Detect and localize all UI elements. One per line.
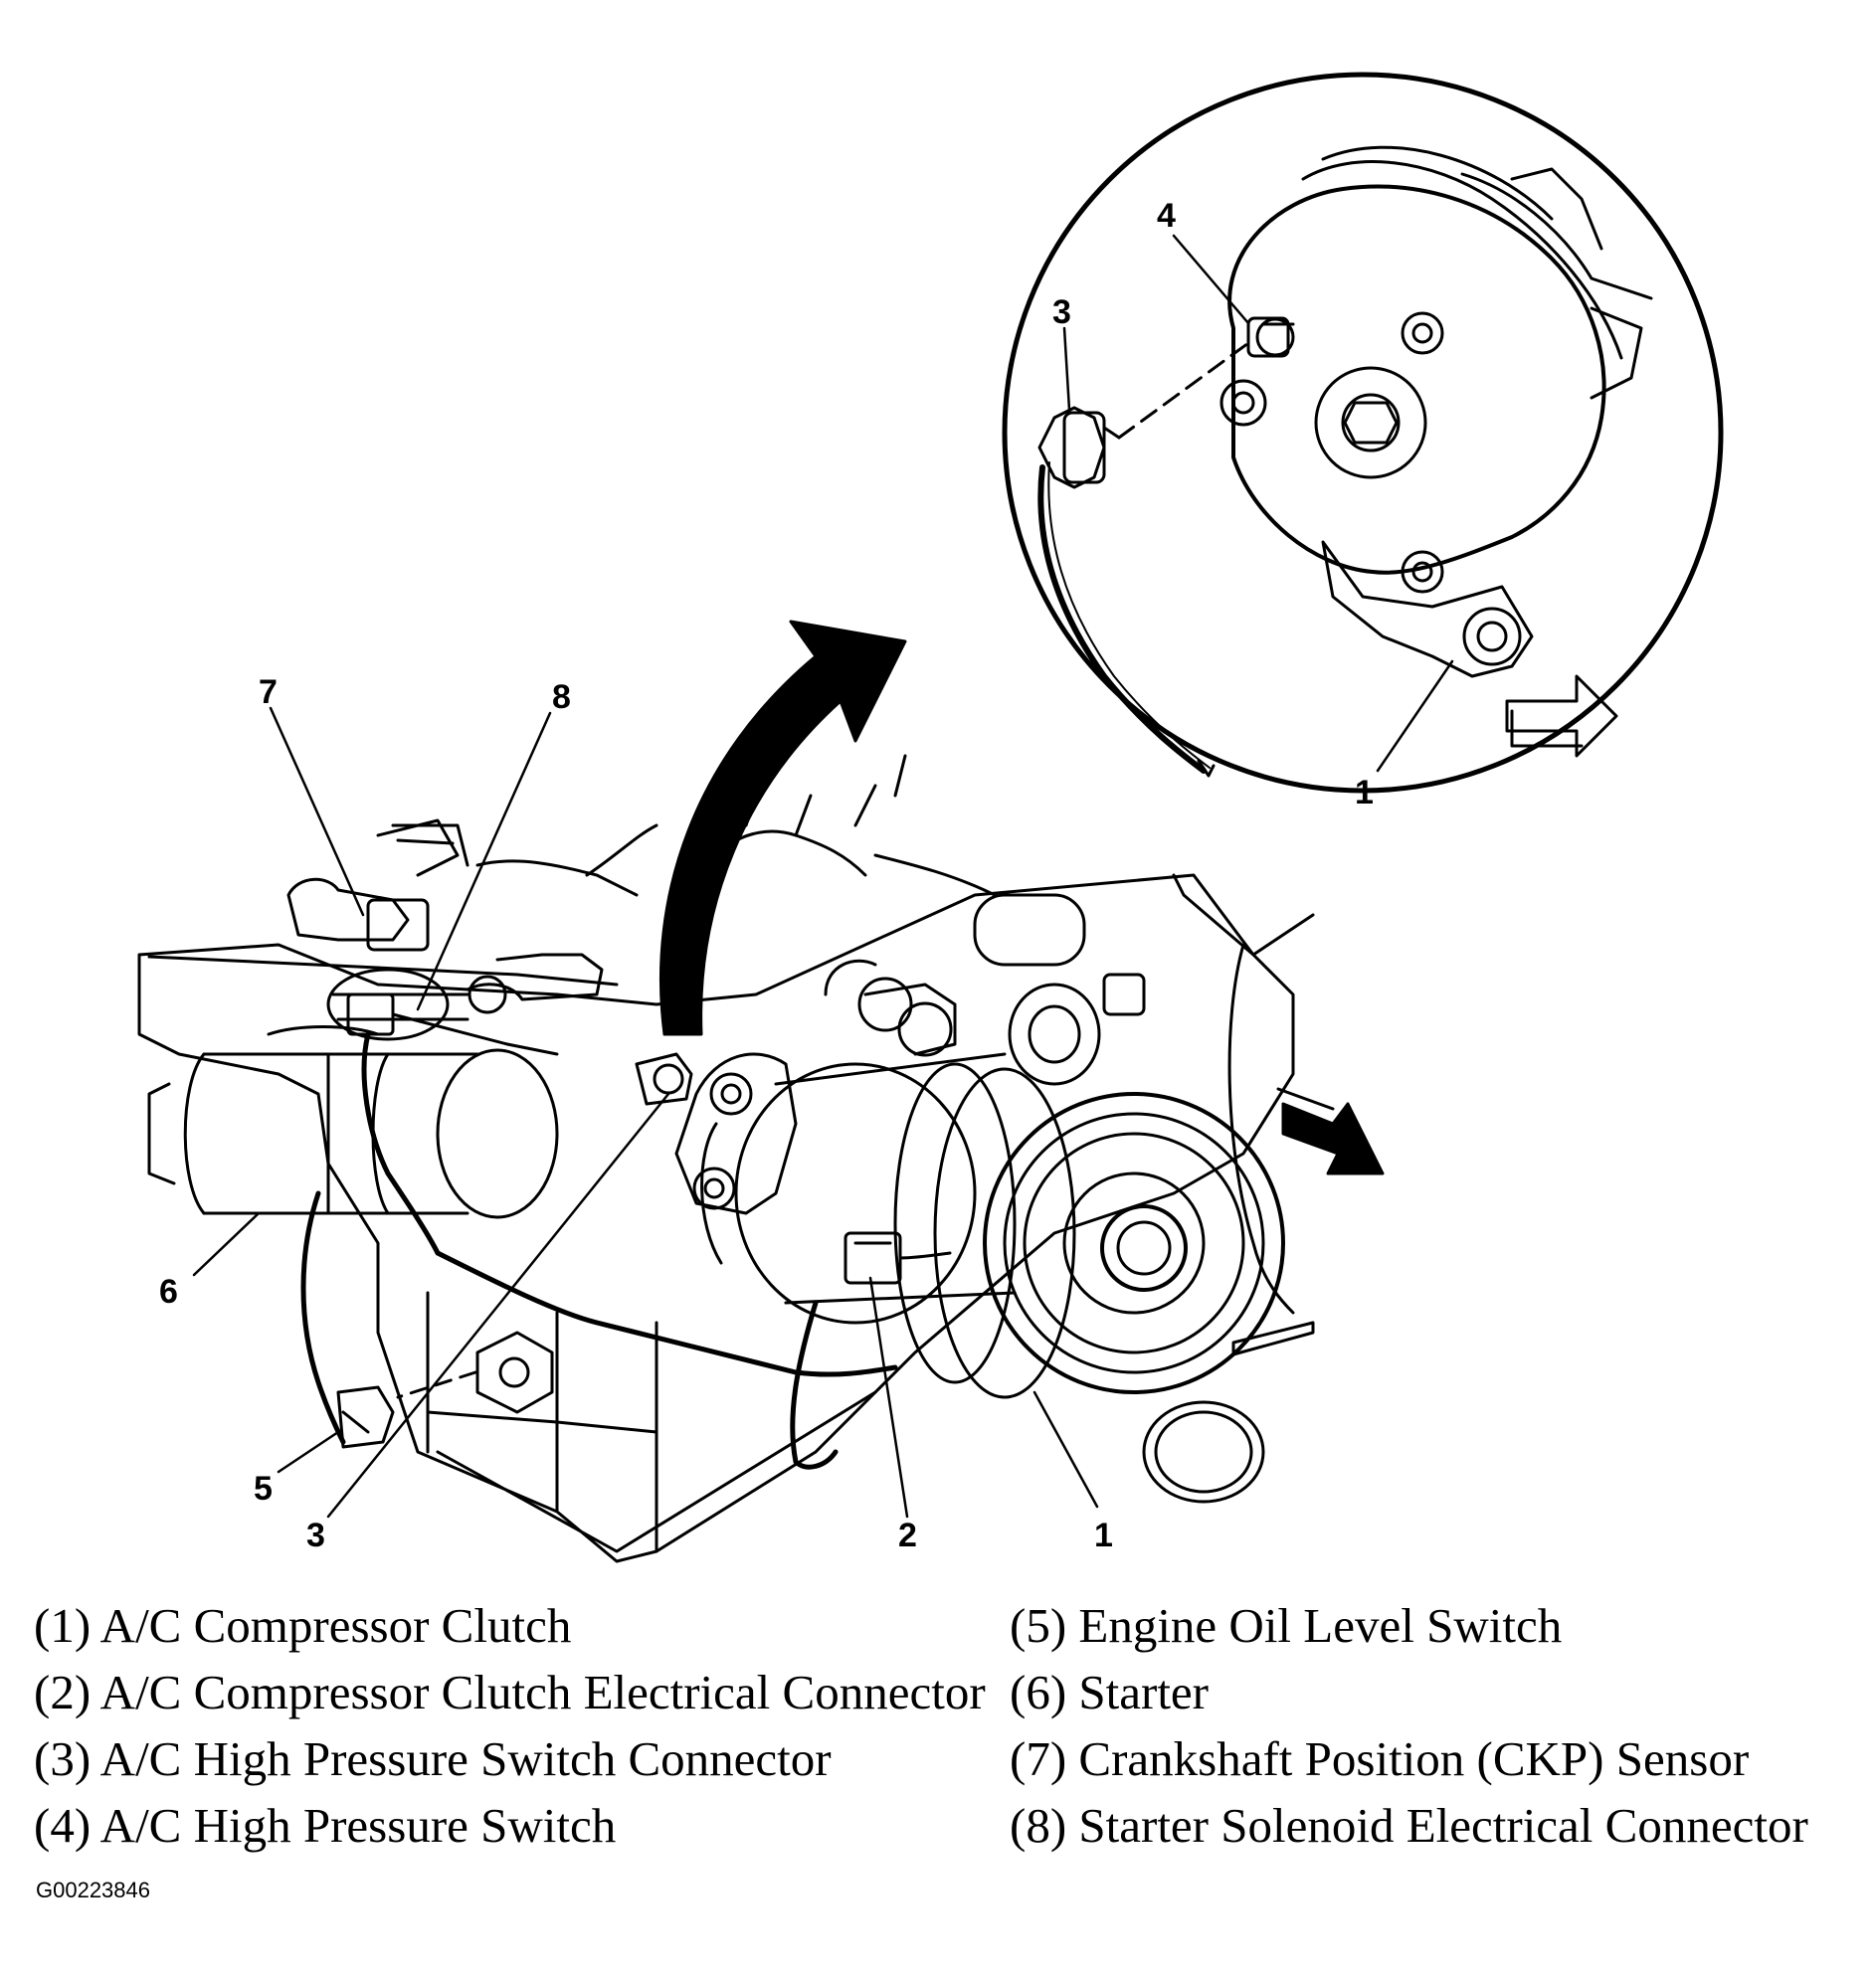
figure-id: G00223846 <box>36 1878 150 1902</box>
legend-item-6: (6) Starter <box>1010 1665 1209 1719</box>
callout-main-8: 8 <box>552 678 571 716</box>
legend-item-7: (7) Crankshaft Position (CKP) Sensor <box>1010 1731 1750 1786</box>
callout-inset-1: 1 <box>1355 774 1374 811</box>
legend-item-3: (3) A/C High Pressure Switch Connector <box>34 1731 832 1786</box>
legend-item-1: (1) A/C Compressor Clutch <box>34 1598 572 1653</box>
detail-arrow <box>658 620 907 1036</box>
engine-main-view <box>137 706 1385 1563</box>
legend-item-8: (8) Starter Solenoid Electrical Connecto… <box>1010 1798 1808 1853</box>
callout-inset-3: 3 <box>1052 293 1071 331</box>
callout-main-6: 6 <box>159 1273 178 1311</box>
callout-main-7: 7 <box>259 673 278 711</box>
callout-main-2: 2 <box>898 1517 917 1554</box>
callout-main-3: 3 <box>306 1517 325 1554</box>
legend-item-2: (2) A/C Compressor Clutch Electrical Con… <box>34 1665 986 1719</box>
legend-item-5: (5) Engine Oil Level Switch <box>1010 1598 1563 1653</box>
legend-item-4: (4) A/C High Pressure Switch <box>34 1798 617 1853</box>
callout-main-5: 5 <box>254 1470 273 1508</box>
detail-inset <box>1002 72 1724 794</box>
callout-main-1: 1 <box>1094 1517 1113 1554</box>
callout-inset-4: 4 <box>1157 197 1176 235</box>
